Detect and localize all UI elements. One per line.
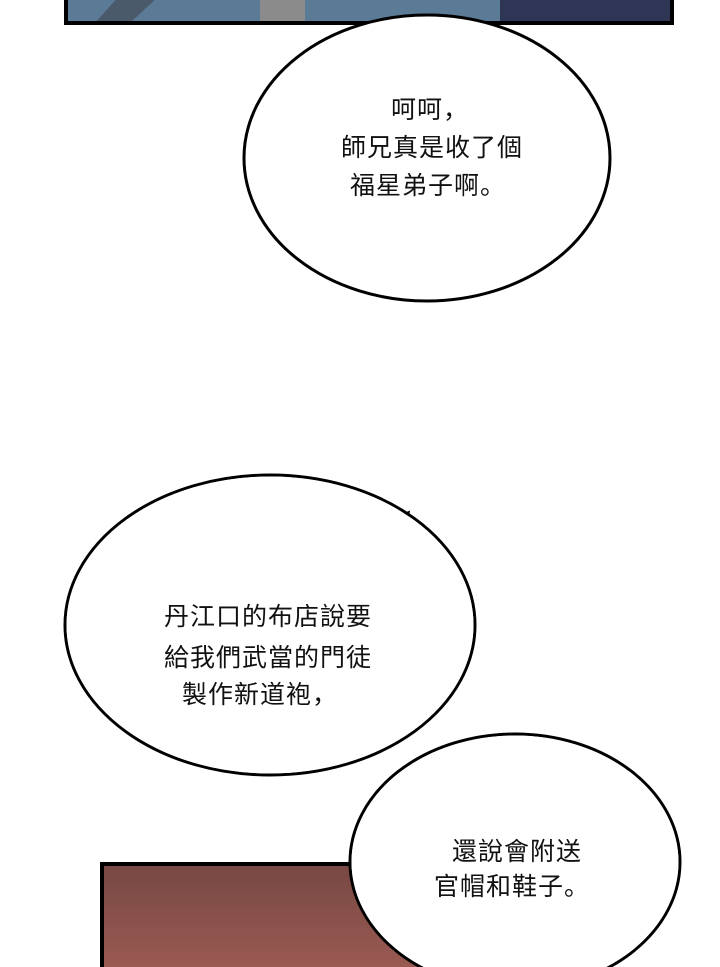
bubble-2-line-1: 丹江口的布店說要 <box>163 602 373 631</box>
bubble-1-line-2: 師兄真是收了個 <box>340 133 524 162</box>
speech-bubble-2-3 <box>63 473 682 967</box>
bubble-1-line-1: 呵呵， <box>390 95 470 124</box>
bubble-2-line-3: 製作新道袍， <box>181 680 339 709</box>
bubble-3-line-2: 官帽和鞋子。 <box>433 872 591 901</box>
top-panel <box>64 0 674 25</box>
bubble-1-line-3: 福星弟子啊。 <box>349 171 507 200</box>
speech-bubble-1 <box>242 13 612 303</box>
bubble-2-line-2: 給我們武當的門徒 <box>163 643 373 672</box>
bubble-3-line-1: 還說會附送 <box>451 837 583 866</box>
